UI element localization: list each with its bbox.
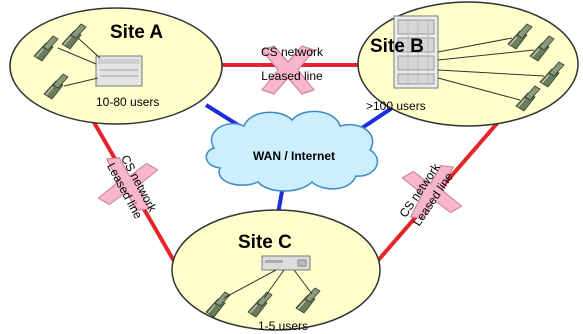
site-a-title: Site A [110,22,163,43]
wan-cloud [205,110,379,192]
site-c-pbx-icon [261,255,311,271]
site-b-users: >100 users [366,99,426,113]
site-a-users: 10-80 users [96,95,159,109]
site-b-title: Site B [370,36,424,57]
link-a-b-label-leased: Leased line [261,69,323,83]
wan-label: WAN / Internet [253,149,335,163]
link-a-b-label-cs: CS network [261,45,324,59]
site-c-title: Site C [238,232,292,253]
site-c-users: 1-5 users [258,319,308,333]
site-a-pbx-icon [95,55,143,87]
